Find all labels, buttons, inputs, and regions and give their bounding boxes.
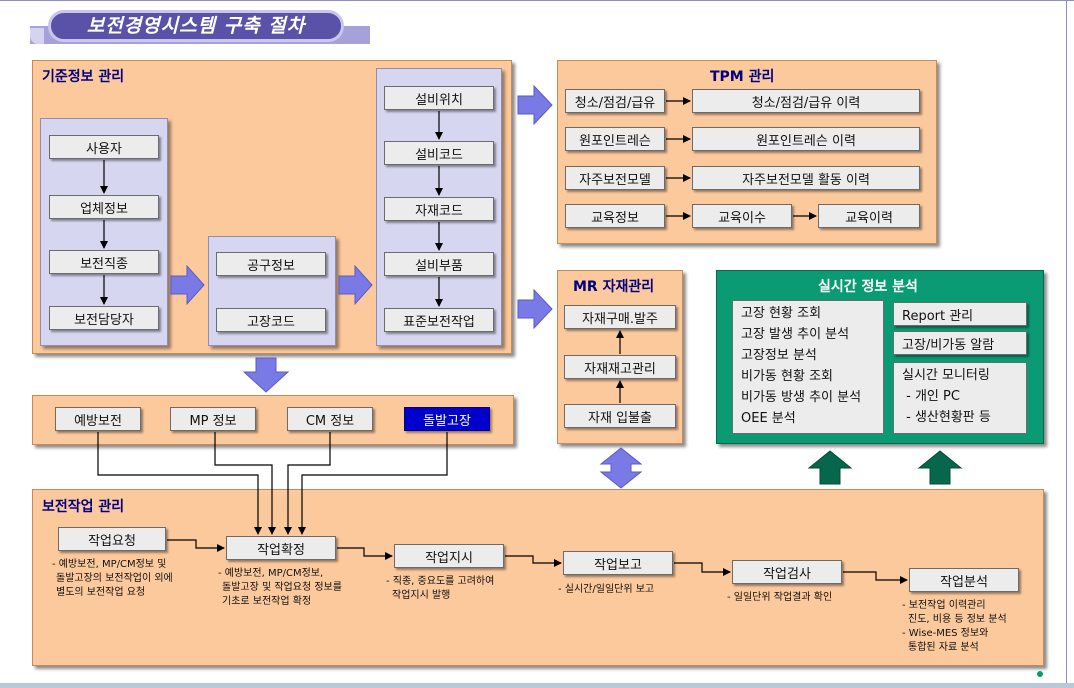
realtime-item: 고장 발생 추이 분석 <box>741 327 850 342</box>
block-arrow <box>338 264 373 306</box>
alarm-box: 고장/비가동 알람 <box>893 331 1027 355</box>
monitor-line: - 개인 PC <box>902 389 960 404</box>
monitoring-box: 실시간 모니터링 - 개인 PC - 생산현황판 등 <box>893 362 1027 434</box>
note-line: 통합된 자료 분석 <box>908 642 979 653</box>
cm-info-box: CM 정보 <box>287 407 373 431</box>
realtime-analysis-list: 고장 현황 조회 고장 발생 추이 분석 고장정보 분석 비가동 현황 조회 비… <box>732 300 884 434</box>
tpm-one-point-history-box: 원포인트레슨 이력 <box>692 127 920 151</box>
material-code-box: 자재코드 <box>384 197 494 221</box>
corner-dot <box>1037 671 1043 677</box>
order-note: - 직종, 중요도를 고려하여 작업지시 발행 <box>386 575 494 603</box>
work-analysis-box: 작업분석 <box>909 568 1019 592</box>
tpm-cleaning-box: 청소/점검/급유 <box>565 89 665 113</box>
note-line: - 보전작업 이력관리 <box>902 600 986 611</box>
note-line: 기초로 보전작업 확정 <box>222 596 312 607</box>
tpm-title: TPM 관리 <box>710 69 775 85</box>
bottom-deco-bar <box>0 683 1074 688</box>
note-line: 돌발고장의 보전작업이 외에 <box>56 573 173 584</box>
user-box: 사용자 <box>49 135 159 159</box>
connector-line <box>505 555 562 567</box>
block-arrow <box>517 288 553 330</box>
connector-line <box>214 432 276 535</box>
connector-line <box>843 571 908 584</box>
connector-line <box>298 432 448 535</box>
edu-complete-box: 교육이수 <box>692 204 792 228</box>
note-line: - 예방보전, MP/CM정보, <box>218 568 324 579</box>
fault-code-box: 고장코드 <box>216 308 326 332</box>
note-line: 돌발고장 및 작업요청 정보를 <box>222 582 342 593</box>
note-line: 진도, 비용 등 정보 분석 <box>908 614 1007 625</box>
breakdown-box: 돌발고장 <box>404 407 490 431</box>
block-arrow <box>517 84 553 126</box>
connector-line <box>674 562 731 576</box>
request-note: - 예방보전, MP/CM정보 및 돌발고장의 보전작업이 외에 별도의 보전작… <box>52 558 173 600</box>
connector-line <box>97 432 262 535</box>
realtime-item: 고장 현황 조회 <box>741 306 822 321</box>
page-title: 보전경영시스템 구축 절차 <box>48 10 344 42</box>
work-request-box: 작업요청 <box>58 527 166 551</box>
realtime-item: 비가동 현황 조회 <box>741 369 833 384</box>
connector-line <box>284 432 331 535</box>
inspect-note: - 일일단위 작업결과 확인 <box>727 591 832 605</box>
maintenance-manager-box: 보전담당자 <box>49 306 159 330</box>
connector-line <box>337 547 393 560</box>
analysis-note: - 보전작업 이력관리 진도, 비용 등 정보 분석 - Wise-MES 정보… <box>902 599 1007 655</box>
title-bar-accent <box>30 28 44 44</box>
work-title: 보전작업 관리 <box>42 499 125 515</box>
monitor-line: - 생산현황판 등 <box>902 410 991 425</box>
block-arrow <box>170 264 205 306</box>
tool-info-box: 공구정보 <box>216 252 326 276</box>
equipment-part-box: 설비부품 <box>384 252 494 276</box>
preventive-box: 예방보전 <box>55 407 141 431</box>
vendor-info-box: 업체정보 <box>49 195 159 219</box>
edu-info-box: 교육정보 <box>565 204 665 228</box>
monitor-line: 실시간 모니터링 <box>902 368 990 383</box>
work-confirm-box: 작업확정 <box>226 536 336 560</box>
equipment-code-box: 설비코드 <box>384 141 494 165</box>
mp-info-box: MP 정보 <box>170 407 256 431</box>
work-panel <box>32 489 1044 666</box>
note-line: - 예방보전, MP/CM정보 및 <box>52 559 167 570</box>
tpm-cleaning-history-box: 청소/점검/급유 이력 <box>692 89 920 113</box>
note-line: - 실시간/일일단위 보고 <box>558 584 655 595</box>
double-arrow <box>599 447 643 489</box>
confirm-note: - 예방보전, MP/CM정보, 돌발고장 및 작업요청 정보를 기초로 보전작… <box>218 567 342 609</box>
standard-maintenance-box: 표준보전작업 <box>384 308 494 332</box>
note-line: 별도의 보전작업 요청 <box>56 587 146 598</box>
note-line: - 직종, 중요도를 고려하여 <box>386 576 495 587</box>
up-arrow <box>807 450 853 485</box>
realtime-item: 비가동 방생 추이 분석 <box>741 390 862 405</box>
edu-history-box: 교육이력 <box>818 204 920 228</box>
note-line: - 일일단위 작업결과 확인 <box>727 592 833 603</box>
material-purchase-box: 자재구매.발주 <box>564 305 676 329</box>
connector-line <box>167 539 225 552</box>
material-inout-box: 자재 입불출 <box>564 404 676 428</box>
equipment-location-box: 설비위치 <box>384 86 494 110</box>
tpm-autonomous-history-box: 자주보전모델 활동 이력 <box>692 166 920 190</box>
tpm-one-point-box: 원포인트레슨 <box>565 127 665 151</box>
right-frame-line <box>1066 0 1067 688</box>
work-order-box: 작업지시 <box>394 544 504 568</box>
maintenance-type-box: 보전직종 <box>49 250 159 274</box>
base-info-title: 기준정보 관리 <box>42 69 125 85</box>
tpm-autonomous-box: 자주보전모델 <box>565 166 665 190</box>
note-line: - Wise-MES 정보와 <box>902 628 989 639</box>
block-arrow <box>242 357 290 393</box>
up-arrow <box>917 450 963 485</box>
material-stock-box: 자재재고관리 <box>564 355 676 379</box>
top-frame-line <box>0 0 1074 1</box>
report-box: Report 관리 <box>893 302 1027 326</box>
mr-title: MR 자재관리 <box>573 279 655 295</box>
report-note: - 실시간/일일단위 보고 <box>558 583 654 597</box>
work-report-box: 작업보고 <box>563 551 673 575</box>
realtime-item: OEE 분석 <box>741 411 796 426</box>
realtime-item: 고장정보 분석 <box>741 348 817 363</box>
note-line: 작업지시 발행 <box>392 590 451 601</box>
work-inspect-box: 작업검사 <box>732 560 842 584</box>
realtime-title: 실시간 정보 분석 <box>818 279 918 295</box>
